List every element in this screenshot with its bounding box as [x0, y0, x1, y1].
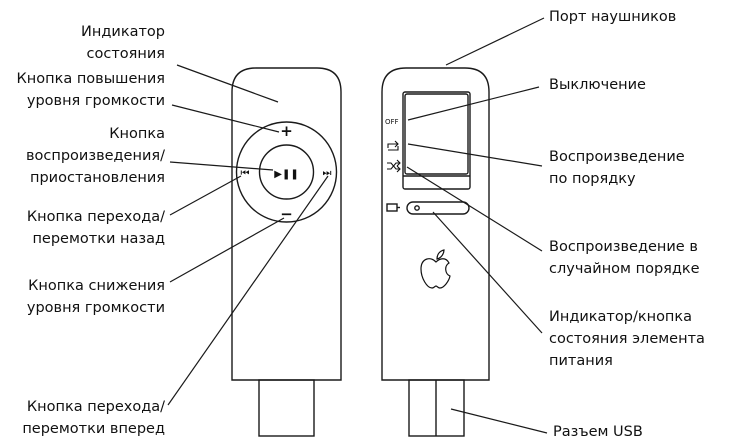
switch-track	[402, 91, 471, 190]
label-play-pause: Кнопка воспроизведения/ приостановления	[25, 126, 165, 186]
leader-volume-up	[171, 104, 280, 133]
off-mark: OFF	[385, 118, 399, 126]
volume-down-symbol: −	[280, 205, 293, 223]
leader-shuffle	[406, 166, 543, 252]
label-headphone-port: Порт наушников	[549, 9, 677, 25]
label-shuffle: Воспроизведение в случайном порядке	[549, 239, 700, 277]
label-volume-down: Кнопка снижения уровня громкости	[26, 278, 165, 316]
label-next-forward: Кнопка перехода/ перемотки вперед	[22, 399, 165, 437]
front-usb-plug	[258, 379, 315, 437]
repeat-icon	[387, 140, 399, 151]
shuffle-icon	[387, 159, 401, 173]
previous-symbol: ⏮	[241, 168, 250, 179]
leader-repeat-order	[407, 143, 543, 167]
leader-volume-down	[169, 217, 285, 283]
label-volume-up: Кнопка повышения уровня громкости	[16, 71, 165, 109]
volume-up-symbol: +	[280, 122, 293, 140]
leader-play-pause	[169, 161, 274, 171]
leader-off	[407, 86, 540, 121]
leader-headphone-port	[445, 17, 545, 66]
click-wheel-center	[258, 144, 315, 200]
apple-logo-icon	[420, 249, 451, 289]
label-previous-rewind: Кнопка перехода/ перемотки назад	[26, 209, 165, 247]
leader-status-indicator	[176, 64, 279, 103]
click-wheel-outer	[235, 121, 338, 223]
battery-button	[406, 201, 470, 215]
leader-battery	[432, 211, 543, 334]
next-symbol: ⏭	[323, 168, 332, 179]
label-status-indicator: Индикатор состояния	[81, 24, 165, 62]
front-body	[231, 67, 342, 381]
leader-previous	[169, 175, 242, 216]
leader-lines	[167, 17, 548, 434]
back-body	[381, 67, 490, 381]
back-device	[381, 67, 490, 437]
play-pause-symbol: ▶︎❚❚	[274, 169, 298, 180]
label-usb-connector: Разъем USB	[553, 424, 643, 440]
battery-led	[414, 205, 420, 211]
front-device	[231, 67, 342, 437]
label-off: Выключение	[549, 77, 646, 93]
leader-next	[167, 175, 329, 406]
battery-icon	[386, 203, 398, 212]
leader-usb	[450, 408, 548, 434]
label-repeat-order: Воспроизведение по порядку	[549, 149, 685, 187]
switch-slider	[404, 93, 469, 175]
label-battery-indicator: Индикатор/кнопка состояния элемента пита…	[549, 309, 705, 369]
